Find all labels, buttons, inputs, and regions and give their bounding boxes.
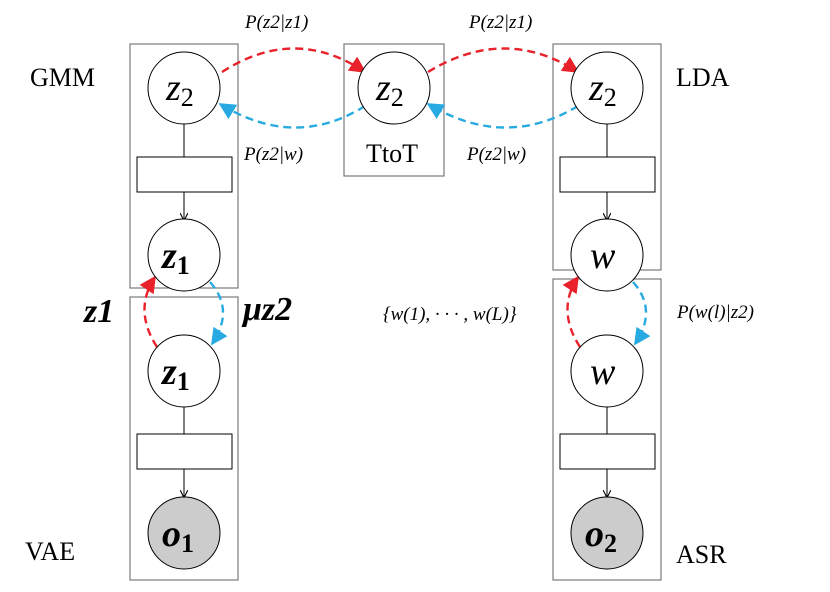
svg-text:z1: z1 [160,351,190,396]
ttot-z2-node: z2 [357,51,431,125]
right-vertical-up-label: {w(1), · · · , w(L)} [383,304,517,325]
vae-label: VAE [25,537,75,566]
ttot-to-gmm-label: P(z2|w) [243,144,303,165]
gmm-z2-node: z2 [147,51,221,125]
lda-to-asr-arrow [632,281,651,346]
asr-transform-box [559,433,656,470]
vae-transform-box [136,433,233,470]
lda-w-node: w [570,218,644,292]
svg-text:z2: z2 [375,67,404,112]
right-vertical-down-label: P(w(l)|z2) [676,302,754,323]
gmm-transform-box [136,156,233,193]
asr-o2-node: o2 [570,496,644,570]
lda-z2-node: z2 [570,51,644,125]
ttot-label: TtoT [366,139,418,168]
vae-z1-node: z1 [147,334,221,408]
asr-w-node: w [570,334,644,408]
svg-text:z2: z2 [165,67,194,112]
left-vertical-down-label: μz2 [241,291,292,328]
svg-text:o1: o1 [162,513,194,558]
vae-o1-node: o1 [147,496,221,570]
gmm-to-vae-arrow [209,281,228,346]
svg-text:o2: o2 [585,513,617,558]
vae-to-gmm-arrow [139,275,159,348]
lda-to-ttot-label: P(z2|w) [466,144,526,165]
ttot-to-gmm-arrow [218,102,366,129]
gmm-z1-node: z1 [147,218,221,292]
lda-label: LDA [676,63,730,92]
asr-label: ASR [676,540,727,569]
vae-frame [129,296,239,581]
svg-text:z1: z1 [160,235,190,280]
ttot-to-lda-label: P(z2|z1) [468,12,532,33]
lda-to-ttot-arrow [426,102,579,129]
svg-text:w: w [590,235,616,277]
left-vertical-up-label: z1 [83,293,114,330]
svg-text:w: w [590,351,616,393]
gmm-label: GMM [30,63,95,92]
gmm-to-ttot-label: P(z2|z1) [244,12,308,33]
svg-text:z2: z2 [588,67,617,112]
asr-to-lda-arrow [562,275,582,348]
ttot-to-lda-arrow [427,47,580,74]
lda-transform-box [559,156,656,193]
gmm-to-ttot-arrow [221,47,367,74]
